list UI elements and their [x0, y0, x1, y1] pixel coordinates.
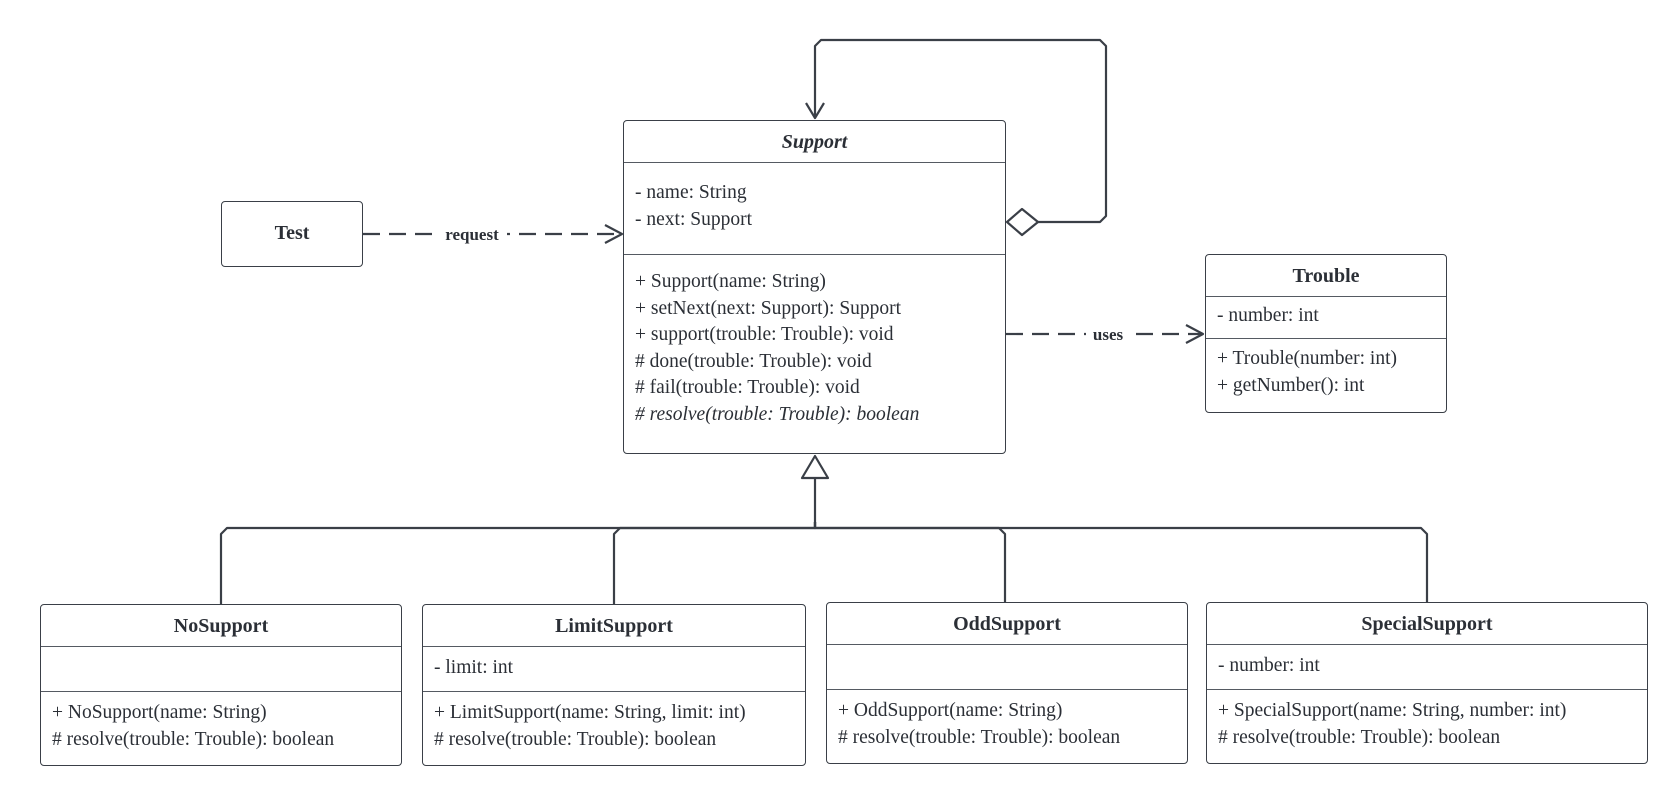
- request-label: request: [445, 225, 499, 244]
- operation-row: # resolve(trouble: Trouble): boolean: [635, 403, 920, 425]
- class-specialsupport-operations: + SpecialSupport(name: String, number: i…: [1207, 690, 1647, 759]
- self-aggregation-line: [813, 38, 1108, 224]
- class-oddsupport[interactable]: OddSupport + OddSupport(name: String) # …: [826, 602, 1188, 764]
- class-trouble[interactable]: Trouble - number: int + Trouble(number: …: [1205, 254, 1447, 413]
- operation-row: # resolve(trouble: Trouble): boolean: [434, 728, 717, 750]
- class-nosupport[interactable]: NoSupport + NoSupport(name: String) # re…: [40, 604, 402, 766]
- operation-row: + support(trouble: Trouble): void: [635, 324, 894, 345]
- class-test[interactable]: Test: [221, 201, 363, 267]
- attribute-row: - number: int: [1217, 305, 1319, 326]
- class-limitsupport[interactable]: LimitSupport - limit: int + LimitSupport…: [422, 604, 806, 766]
- class-trouble-attributes: - number: int: [1206, 297, 1446, 339]
- operation-row: # resolve(trouble: Trouble): boolean: [838, 726, 1121, 748]
- class-trouble-name: Trouble: [1206, 255, 1446, 297]
- uses-label: uses: [1093, 325, 1124, 344]
- class-specialsupport-attributes: - number: int: [1207, 645, 1647, 690]
- class-specialsupport-name: SpecialSupport: [1207, 603, 1647, 645]
- aggregation-diamond: [1005, 207, 1040, 237]
- class-support-name: Support: [624, 121, 1005, 163]
- class-support-operations: + Support(name: String) + setNext(next: …: [624, 255, 1005, 436]
- operation-row: # fail(trouble: Trouble): void: [635, 377, 860, 398]
- attribute-row: - limit: int: [434, 657, 514, 678]
- uses-arrowhead: [1185, 324, 1205, 344]
- class-limitsupport-operations: + LimitSupport(name: String, limit: int)…: [423, 692, 805, 761]
- operation-row: # resolve(trouble: Trouble): boolean: [1218, 726, 1501, 748]
- operation-row: + OddSupport(name: String): [838, 700, 1063, 721]
- operation-row: + Support(name: String): [635, 271, 826, 292]
- attribute-row: - name: String: [635, 182, 747, 203]
- generalization-branch-limitsupport: [612, 522, 817, 604]
- class-support-attributes: - name: String - next: Support: [624, 163, 1005, 255]
- class-limitsupport-attributes: - limit: int: [423, 647, 805, 692]
- operation-row: + SpecialSupport(name: String, number: i…: [1218, 700, 1567, 721]
- class-nosupport-attributes: [41, 647, 401, 692]
- generalization-triangle: [800, 454, 830, 480]
- operation-row: + Trouble(number: int): [1217, 348, 1397, 369]
- class-test-name: Test: [274, 222, 310, 244]
- self-aggregation-arrowhead: [805, 102, 825, 120]
- operation-row: + setNext(next: Support): Support: [635, 297, 902, 319]
- class-trouble-operations: + Trouble(number: int) + getNumber(): in…: [1206, 339, 1446, 407]
- class-support[interactable]: Support - name: String - next: Support +…: [623, 120, 1006, 454]
- class-specialsupport[interactable]: SpecialSupport - number: int + SpecialSu…: [1206, 602, 1648, 764]
- operation-row: + getNumber(): int: [1217, 374, 1365, 396]
- operation-row: # done(trouble: Trouble): void: [635, 350, 872, 372]
- generalization-branch-specialsupport: [813, 522, 1429, 602]
- generalization-branch-nosupport: [219, 522, 817, 604]
- class-nosupport-operations: + NoSupport(name: String) # resolve(trou…: [41, 692, 401, 761]
- class-nosupport-name: NoSupport: [41, 605, 401, 647]
- request-arrowhead: [604, 224, 624, 244]
- class-oddsupport-operations: + OddSupport(name: String) # resolve(tro…: [827, 690, 1187, 759]
- attribute-row: - number: int: [1218, 655, 1320, 676]
- operation-row: + LimitSupport(name: String, limit: int): [434, 702, 746, 723]
- attribute-row: - next: Support: [635, 208, 752, 230]
- class-oddsupport-name: OddSupport: [827, 603, 1187, 645]
- class-limitsupport-name: LimitSupport: [423, 605, 805, 647]
- operation-row: + NoSupport(name: String): [52, 702, 267, 723]
- operation-row: # resolve(trouble: Trouble): boolean: [52, 728, 335, 750]
- generalization-branch-oddsupport: [813, 522, 1007, 602]
- class-oddsupport-attributes: [827, 645, 1187, 690]
